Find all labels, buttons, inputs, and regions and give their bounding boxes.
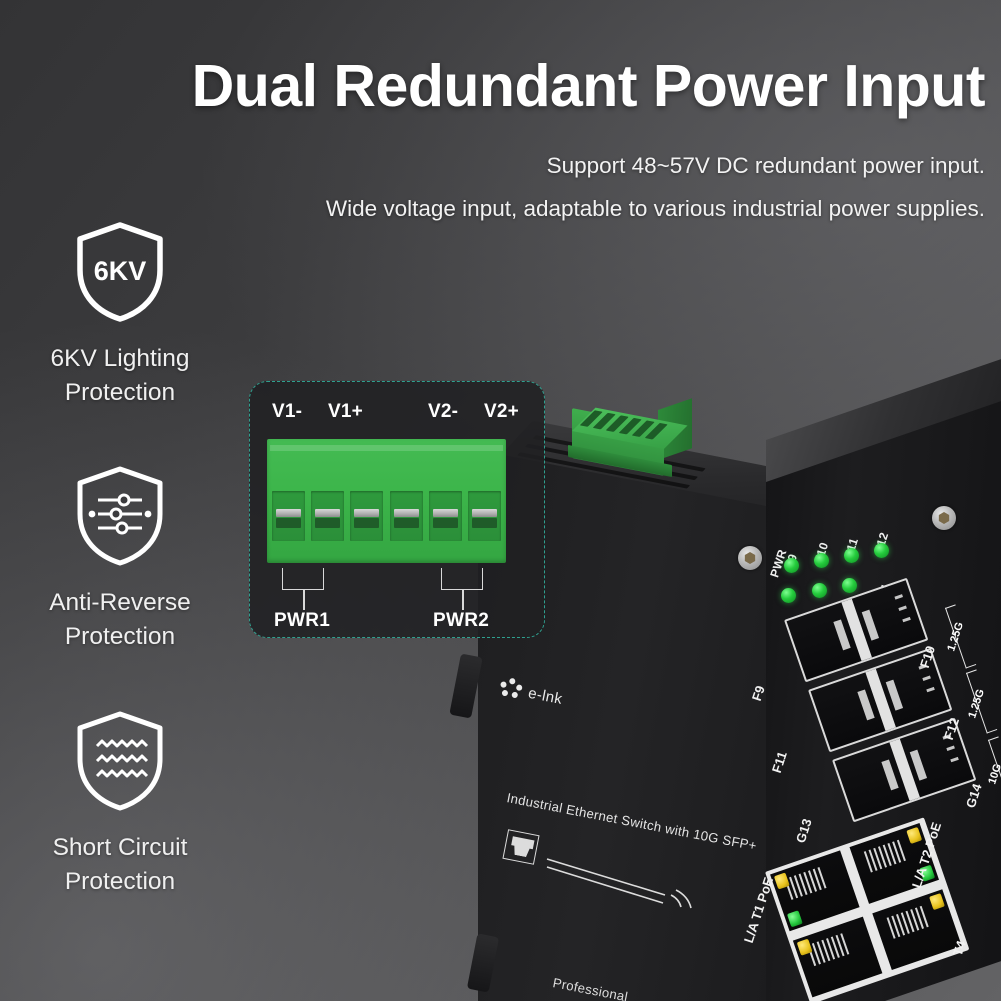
subtitle-line-2: Wide voltage input, adaptable to various… [325, 196, 985, 221]
feature-item-6kv-lighting: 6KV 6KV Lighting Protection [0, 218, 240, 410]
terminal-block-graphic [267, 439, 506, 563]
terminal-slot [350, 491, 384, 541]
feature-label-line1: 6KV Lighting [50, 345, 190, 372]
feature-label: Anti-Reverse Protection [0, 586, 240, 654]
led-f9 [784, 558, 799, 573]
terminal-slot [272, 491, 305, 541]
terminal-slots [272, 491, 501, 541]
terminal-slot [428, 491, 462, 541]
feature-label-line1: Short Circuit [52, 834, 188, 861]
subtitle-line-1: Support 48~57V DC redundant power input. [546, 153, 985, 178]
led-g14 [842, 578, 857, 593]
shield-6kv-icon: 6KV [0, 218, 240, 326]
group-label-pwr1: PWR1 [274, 610, 331, 631]
chassis-screw-right [932, 506, 956, 530]
terminal-label-v1-plus: V1+ [328, 401, 363, 422]
rj45-led-t2-link [906, 826, 923, 844]
svg-text:6KV: 6KV [94, 256, 147, 286]
chassis-screw-left [738, 546, 762, 570]
terminal-slot [467, 491, 501, 541]
terminal-label-v1-minus: V1- [272, 401, 303, 422]
feature-label-line2: Protection [64, 867, 176, 895]
feature-label-line1: Anti-Reverse [49, 589, 191, 616]
led-f10 [814, 553, 829, 568]
rj45-led-t1-act [786, 910, 803, 928]
group-label-pwr2: PWR2 [433, 610, 490, 631]
feature-item-anti-reverse: Anti-Reverse Protection [0, 462, 240, 654]
terminal-label-v2-plus: V2+ [484, 401, 519, 422]
feature-label: 6KV Lighting Protection [0, 342, 240, 410]
shield-wave-icon [0, 707, 240, 815]
led-pwr [781, 588, 796, 603]
page-title: Dual Redundant Power Input [191, 53, 986, 119]
terminal-slot [311, 491, 345, 541]
rj45-connector-icon [502, 829, 540, 865]
led-g13 [812, 583, 827, 598]
feature-item-short-circuit: Short Circuit Protection [0, 707, 240, 899]
terminal-block-callout: V1- V1+ V2- V2+ PWR1 PWR2 [249, 381, 545, 638]
shield-slider-icon [0, 462, 240, 570]
terminal-label-v2-minus: V2- [428, 401, 459, 422]
green-terminal-plug [568, 398, 692, 478]
led-f12 [874, 543, 889, 558]
terminal-slot [389, 491, 423, 541]
led-f11 [844, 548, 859, 563]
feature-label: Short Circuit Protection [0, 831, 240, 899]
feature-label-line2: Protection [64, 622, 176, 650]
rj45-led-t4-link [929, 893, 945, 911]
cable-graphic [546, 858, 692, 909]
feature-label-line2: Protection [64, 378, 176, 406]
